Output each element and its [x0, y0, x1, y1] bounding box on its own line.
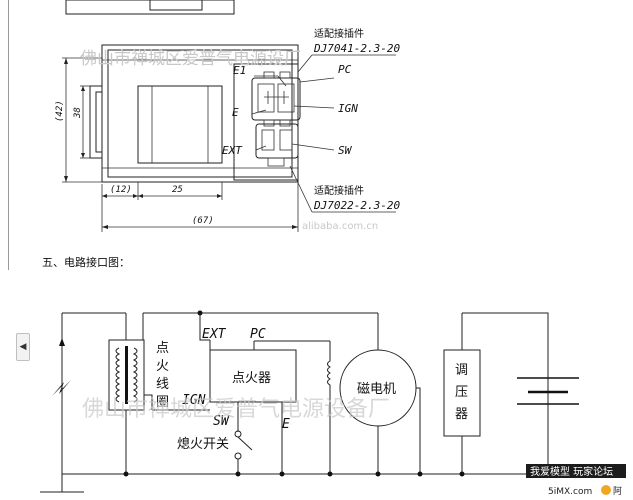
connector-top-title: 适配接插件 — [314, 27, 364, 40]
coil-label-2: 火 — [156, 359, 169, 374]
pickup-coil — [327, 341, 331, 473]
housing-inner-outline — [107, 49, 293, 178]
connector-top-tab — [279, 71, 291, 79]
coil-label-4: 圈 — [156, 395, 169, 410]
regulator-label-1: 调 — [455, 363, 468, 378]
upper-part-window — [149, 0, 203, 11]
connector-top-tab — [279, 119, 291, 127]
watermark-bottom: 佛山市禅城区爱普气电源设备厂 — [82, 397, 390, 422]
leader-sw — [291, 143, 335, 151]
center-module — [137, 85, 223, 164]
leader-pc — [299, 77, 335, 83]
pin-label-e1: E1 — [233, 64, 246, 77]
coil-lead — [144, 394, 153, 410]
igniter-box — [209, 349, 297, 403]
forum-logo-url: 5iMX.com — [548, 487, 592, 497]
left-frame-strip — [0, 0, 9, 270]
housing-drawing — [62, 0, 396, 232]
connector-bottom-part: DJ7022-2.3-20 — [313, 199, 400, 212]
connector-bottom-cavity — [279, 129, 293, 151]
watermark-url: alibaba.com.cn — [302, 221, 378, 232]
connector-bottom-title: 适配接插件 — [314, 184, 364, 197]
forum-mascot-icon — [601, 485, 611, 495]
kill-switch-contact — [234, 452, 242, 460]
junction-dots — [123, 310, 465, 477]
connector-bottom-cavity — [261, 129, 275, 151]
connector-bottom-tab — [267, 157, 285, 167]
leader-part-bottom — [289, 165, 313, 213]
forum-logo-text: 我爱模型 玩家论坛 — [530, 465, 613, 478]
watermark-top: 佛山市禅城区爱普气电源设厂 — [80, 49, 301, 69]
magneto-lead — [416, 387, 421, 474]
ground-rail — [61, 312, 549, 475]
mounting-ear-left-inner — [95, 91, 103, 153]
coil-label-3: 线 — [156, 377, 169, 392]
circuit-label-pc: PC — [250, 327, 266, 342]
spark-arrow — [59, 338, 65, 346]
connector-housing — [233, 63, 299, 181]
dim-38-label: 38 — [73, 107, 83, 119]
connector-top-cavity — [257, 83, 275, 113]
circuit-label-e: E — [282, 417, 290, 432]
dim-12-label: (12) — [110, 185, 132, 195]
leader-ext — [255, 145, 267, 151]
pin-label-ext: EXT — [222, 144, 243, 157]
leader-e1 — [277, 75, 287, 87]
side-collapse-tab[interactable]: ◀ — [16, 333, 30, 361]
dim-42-label: (42) — [55, 100, 65, 122]
pin-label-pc: PC — [338, 63, 352, 76]
dim-67-label: (67) — [192, 216, 214, 226]
regulator-label-2: 压 — [455, 385, 468, 400]
pin-label-sw: SW — [338, 144, 353, 157]
connector-top-tab — [263, 119, 275, 127]
connector-top-part: DJ7041-2.3-20 — [313, 42, 400, 55]
dim-25-label: 25 — [172, 185, 183, 195]
upper-part-outline — [65, 0, 235, 15]
igniter-label: 点火器 — [232, 371, 271, 386]
ext-wire — [199, 313, 210, 341]
kill-switch-label: 熄火开关 — [177, 437, 229, 452]
section-heading: 五、电路接口图： — [42, 256, 130, 269]
coil-primary-winding — [115, 347, 121, 403]
regulator-label-3: 器 — [455, 407, 468, 422]
circuit-label-ign: IGN — [182, 393, 206, 408]
spark-plug-icon — [52, 380, 71, 396]
circuit-diagram — [40, 310, 579, 493]
connector-top-cavity — [277, 83, 295, 113]
leader-e — [251, 109, 267, 115]
magneto-label: 磁电机 — [357, 382, 396, 397]
pin-label-ign: IGN — [338, 102, 358, 115]
chevron-left-icon: ◀ — [19, 342, 27, 352]
leader-part-top — [297, 54, 313, 73]
forum-logo-banner — [526, 464, 626, 478]
connector-top-tab — [263, 71, 275, 79]
coil-label-1: 点 — [156, 341, 169, 356]
connector-top — [251, 77, 301, 121]
forum-logo-mark: 阿 — [613, 486, 622, 497]
coil-secondary-winding — [132, 347, 138, 403]
circuit-label-sw: SW — [213, 414, 230, 429]
kill-switch-blade — [237, 436, 253, 451]
pin-label-e: E — [232, 106, 239, 119]
leader-ign — [293, 105, 335, 109]
coil-core — [125, 346, 128, 404]
circuit-label-ext: EXT — [202, 327, 227, 342]
